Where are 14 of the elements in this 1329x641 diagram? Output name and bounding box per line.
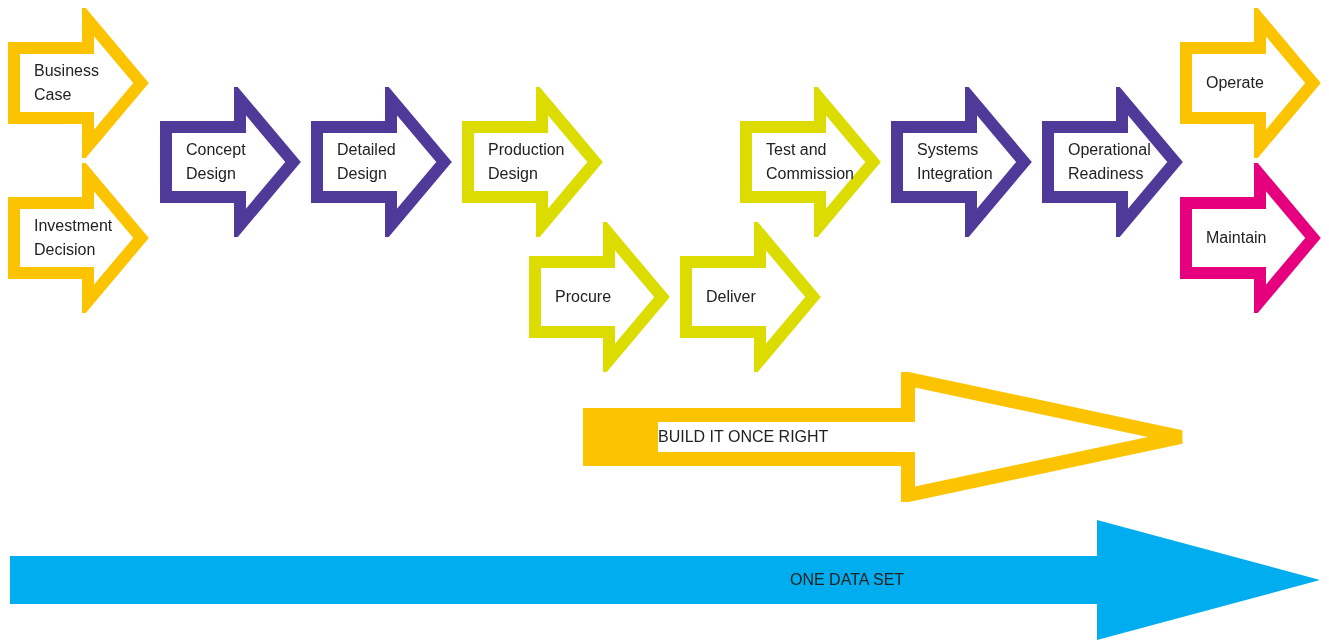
step-label: Deliver (706, 287, 757, 307)
step-label: Production Design (488, 140, 566, 184)
step-label: Operational Readiness (1068, 140, 1152, 184)
step-label: Test and Commission (766, 140, 855, 184)
step-label: Procure (555, 287, 613, 307)
step-label: Systems Integration (917, 140, 994, 184)
step-label: Business Case (34, 61, 100, 105)
step-label: Investment Decision (34, 216, 114, 260)
step-label: Concept Design (186, 140, 247, 184)
step-label: ONE DATA SET (790, 570, 906, 590)
step-label: Maintain (1206, 228, 1268, 248)
step-label: BUILD IT ONCE RIGHT (658, 427, 830, 447)
step-label: Detailed Design (337, 140, 397, 184)
step-label: Operate (1206, 73, 1265, 93)
